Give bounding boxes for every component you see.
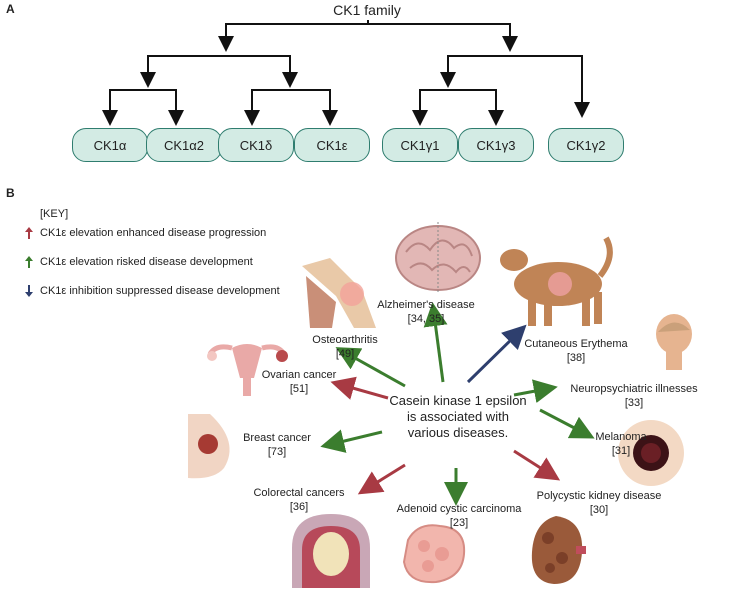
disease-name: Breast cancer (243, 432, 311, 444)
node-ck1-alpha: CK1α (72, 128, 148, 162)
disease-breast-cancer: Breast cancer [73] (232, 431, 322, 459)
disease-name: Polycystic kidney disease (536, 490, 662, 502)
disease-name: Neuropsychiatric illnesses (570, 383, 698, 395)
panel-b-letter: B (6, 186, 15, 200)
up-arrow-green-icon (25, 256, 33, 268)
disease-ref: [38] (566, 352, 586, 364)
knee-illustration (302, 258, 376, 328)
dog-illustration (500, 236, 613, 326)
panel-a-letter: A (6, 2, 15, 16)
breast-illustration (188, 414, 230, 479)
melanoma-illustration (618, 420, 684, 486)
disease-name: Cutaneous Erythema (524, 338, 628, 350)
up-arrow-red-icon (25, 227, 33, 239)
center-line-1: Casein kinase 1 epsilon (389, 393, 527, 408)
key-row-navy: CK1ε inhibition suppressed disease devel… (24, 284, 280, 298)
kidney-illustration (531, 516, 586, 584)
disease-ref: [23] (449, 517, 469, 529)
disease-ref: [30] (589, 504, 609, 516)
disease-ovarian-cancer: Ovarian cancer [51] (254, 368, 344, 396)
disease-ref: [51] (289, 383, 309, 395)
disease-ref: [49] (335, 348, 355, 360)
disease-cutaneous-erythema: Cutaneous Erythema [38] (516, 337, 636, 365)
brain-illustration (395, 222, 481, 294)
carcinoma-illustration (402, 524, 466, 584)
key-title: [KEY] (40, 208, 69, 220)
disease-melanoma: Melanoma [31] (586, 430, 656, 458)
key-text-suppressed: CK1ε inhibition suppressed disease devel… (40, 285, 280, 297)
disease-name: Adenoid cystic carcinoma (396, 503, 522, 515)
node-ck1-gamma1: CK1γ1 (382, 128, 458, 162)
disease-ref: [73] (267, 446, 287, 458)
key-row-red: CK1ε elevation enhanced disease progress… (24, 226, 266, 240)
disease-neuropsychiatric: Neuropsychiatric illnesses [33] (554, 382, 714, 410)
down-arrow-navy-icon (25, 285, 33, 297)
disease-name: Colorectal cancers (253, 487, 345, 499)
node-ck1-alpha2: CK1α2 (146, 128, 222, 162)
key-text-risk: CK1ε elevation risked disease developmen… (40, 256, 253, 268)
center-line-3: various diseases. (407, 425, 509, 440)
colon-illustration (292, 514, 370, 588)
disease-adenoid-cystic: Adenoid cystic carcinoma [23] (384, 502, 534, 530)
disease-ref: [36] (289, 501, 309, 513)
node-ck1-epsilon: CK1ε (294, 128, 370, 162)
key-text-progression: CK1ε elevation enhanced disease progress… (40, 227, 267, 239)
head-illustration (656, 314, 692, 370)
center-line-2: is associated with (407, 409, 509, 424)
disease-name: Ovarian cancer (261, 369, 337, 381)
disease-polycystic-kidney: Polycystic kidney disease [30] (524, 489, 674, 517)
node-ck1-gamma3: CK1γ3 (458, 128, 534, 162)
node-ck1-gamma2: CK1γ2 (548, 128, 624, 162)
key-row-green: CK1ε elevation risked disease developmen… (24, 255, 253, 269)
disease-ref: [31] (611, 445, 631, 457)
disease-alzheimers: Alzheimer's disease [34, 35] (366, 298, 486, 326)
disease-osteoarthritis: Osteoarthritis [49] (300, 333, 390, 361)
disease-ref: [33] (624, 397, 644, 409)
ck1-family-title: CK1 family (333, 2, 401, 18)
disease-name: Osteoarthritis (312, 334, 378, 346)
center-statement: Casein kinase 1 epsilon is associated wi… (383, 393, 533, 441)
disease-colorectal: Colorectal cancers [36] (244, 486, 354, 514)
disease-name: Melanoma (595, 431, 647, 443)
uterus-illustration (207, 344, 288, 396)
disease-name: Alzheimer's disease (377, 299, 475, 311)
disease-ref: [34, 35] (407, 313, 445, 325)
node-ck1-delta: CK1δ (218, 128, 294, 162)
